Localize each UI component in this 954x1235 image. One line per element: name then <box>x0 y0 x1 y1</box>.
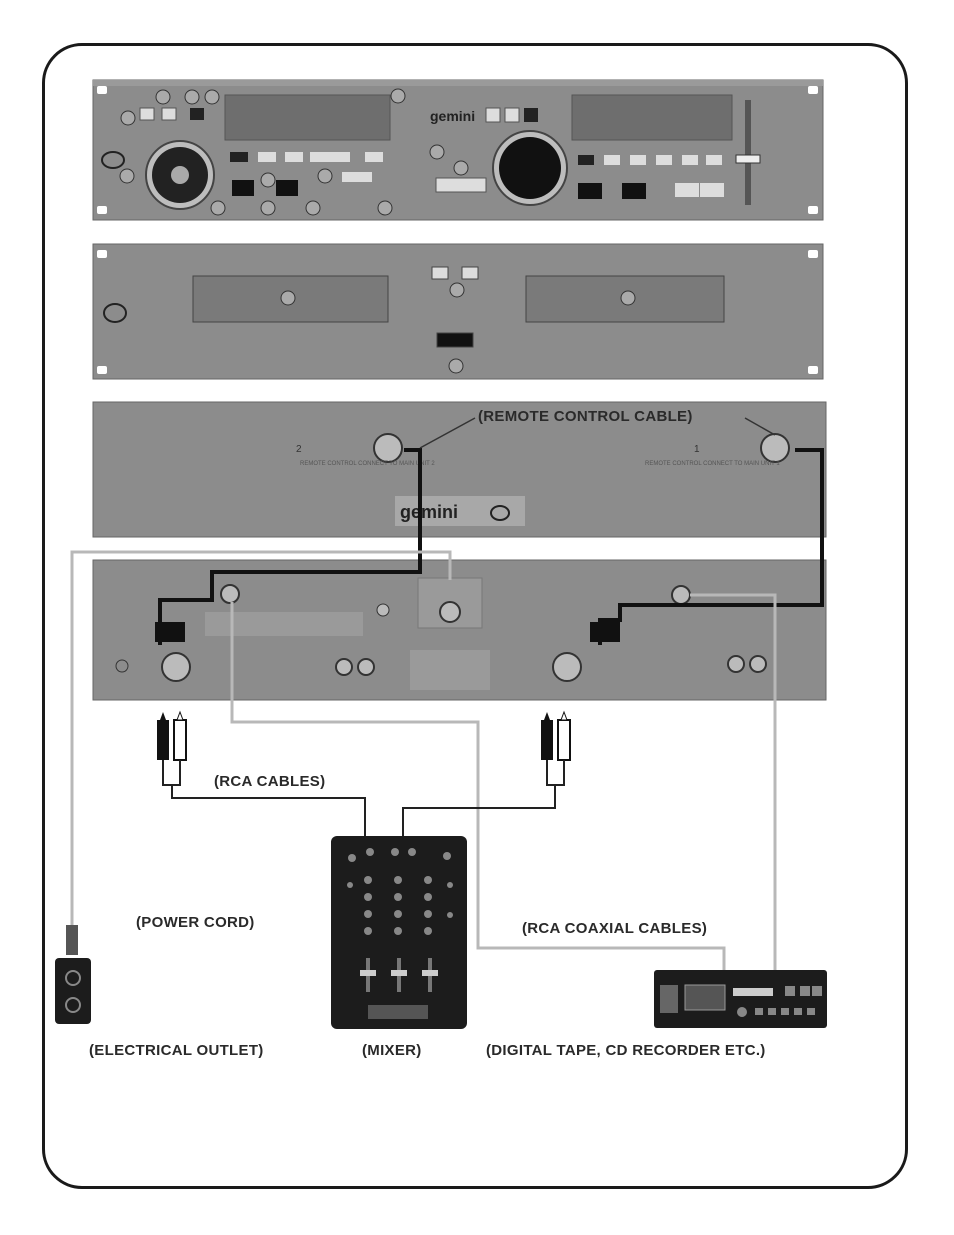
port-number-right: 1 <box>694 444 700 455</box>
cd-drawer-unit <box>93 244 823 379</box>
power-cord-label: (POWER CORD) <box>136 914 255 931</box>
recorder-label: (DIGITAL TAPE, CD RECORDER ETC.) <box>486 1042 766 1059</box>
rca-coaxial-cables-label: (RCA COAXIAL CABLES) <box>522 920 707 937</box>
rca-plugs-right <box>541 712 570 760</box>
front-control-unit: gemini <box>93 80 823 220</box>
port-caption-right: REMOTE CONTROL CONNECT TO MAIN UNIT 1 <box>645 461 780 467</box>
electrical-outlet <box>55 958 91 1024</box>
rca-cables-label: (RCA CABLES) <box>214 773 325 790</box>
recorder <box>654 970 827 1028</box>
electrical-outlet-label: (ELECTRICAL OUTLET) <box>89 1042 264 1059</box>
svg-text:gemini: gemini <box>430 108 475 124</box>
gemini-logo: gemini <box>400 502 458 522</box>
remote-control-cable-label: (REMOTE CONTROL CABLE) <box>478 408 693 425</box>
mixer <box>331 836 467 1029</box>
port-caption-left: REMOTE CONTROL CONNECT TO MAIN UNIT 2 <box>300 461 435 467</box>
rca-plugs-left <box>157 712 186 760</box>
rear-control-unit: gemini REMOTE CONTROL CONNECT TO MAIN UN… <box>93 402 826 537</box>
rear-main-unit <box>93 560 826 700</box>
port-number-left: 2 <box>296 444 302 455</box>
mixer-label: (MIXER) <box>362 1042 422 1059</box>
